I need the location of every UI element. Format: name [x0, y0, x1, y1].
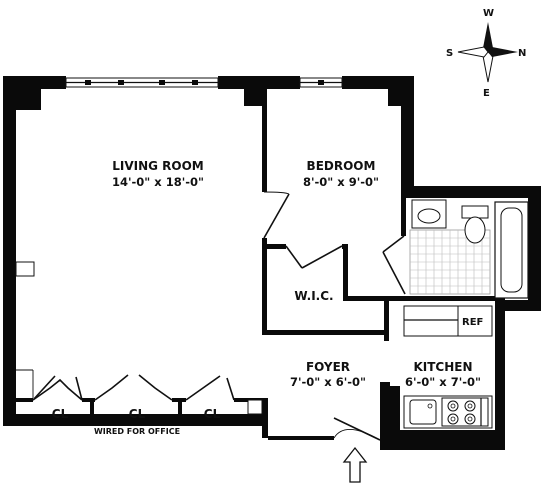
foyer-dimensions: 7'-0" x 6'-0" — [290, 375, 366, 389]
foyer-name: FOYER — [306, 360, 350, 374]
room-labels: LIVING ROOM 14'-0" x 18'-0" BEDROOM 8'-0… — [52, 159, 481, 436]
living-room-dimensions: 14'-0" x 18'-0" — [112, 175, 204, 189]
refrigerator-label: REF — [462, 317, 483, 328]
closet-right-name: CL — [204, 407, 221, 421]
kitchen-fixtures: REF — [403, 305, 493, 429]
compass-south-label: S — [446, 48, 453, 59]
closet-middle-name: CL — [129, 407, 146, 421]
bathroom-fixtures — [409, 199, 529, 299]
bedroom-name: BEDROOM — [307, 159, 376, 173]
doors — [15, 191, 406, 441]
closet-left-name: CL — [52, 407, 69, 421]
kitchen-dimensions: 6'-0" x 7'-0" — [405, 375, 481, 389]
compass-rose: W S N E — [446, 8, 526, 99]
compass-north-label: N — [518, 48, 526, 59]
windows — [65, 77, 343, 88]
bedroom-dimensions: 8'-0" x 9'-0" — [303, 175, 379, 189]
living-room-name: LIVING ROOM — [112, 159, 204, 173]
compass-east-label: E — [483, 88, 490, 99]
closet-middle-note: WIRED FOR OFFICE — [94, 427, 180, 436]
exterior-walls — [3, 76, 541, 450]
kitchen-name: KITCHEN — [413, 360, 472, 374]
wic-name: W.I.C. — [294, 289, 333, 303]
compass-west-label: W — [483, 8, 494, 19]
entry-arrow-icon — [342, 446, 368, 483]
